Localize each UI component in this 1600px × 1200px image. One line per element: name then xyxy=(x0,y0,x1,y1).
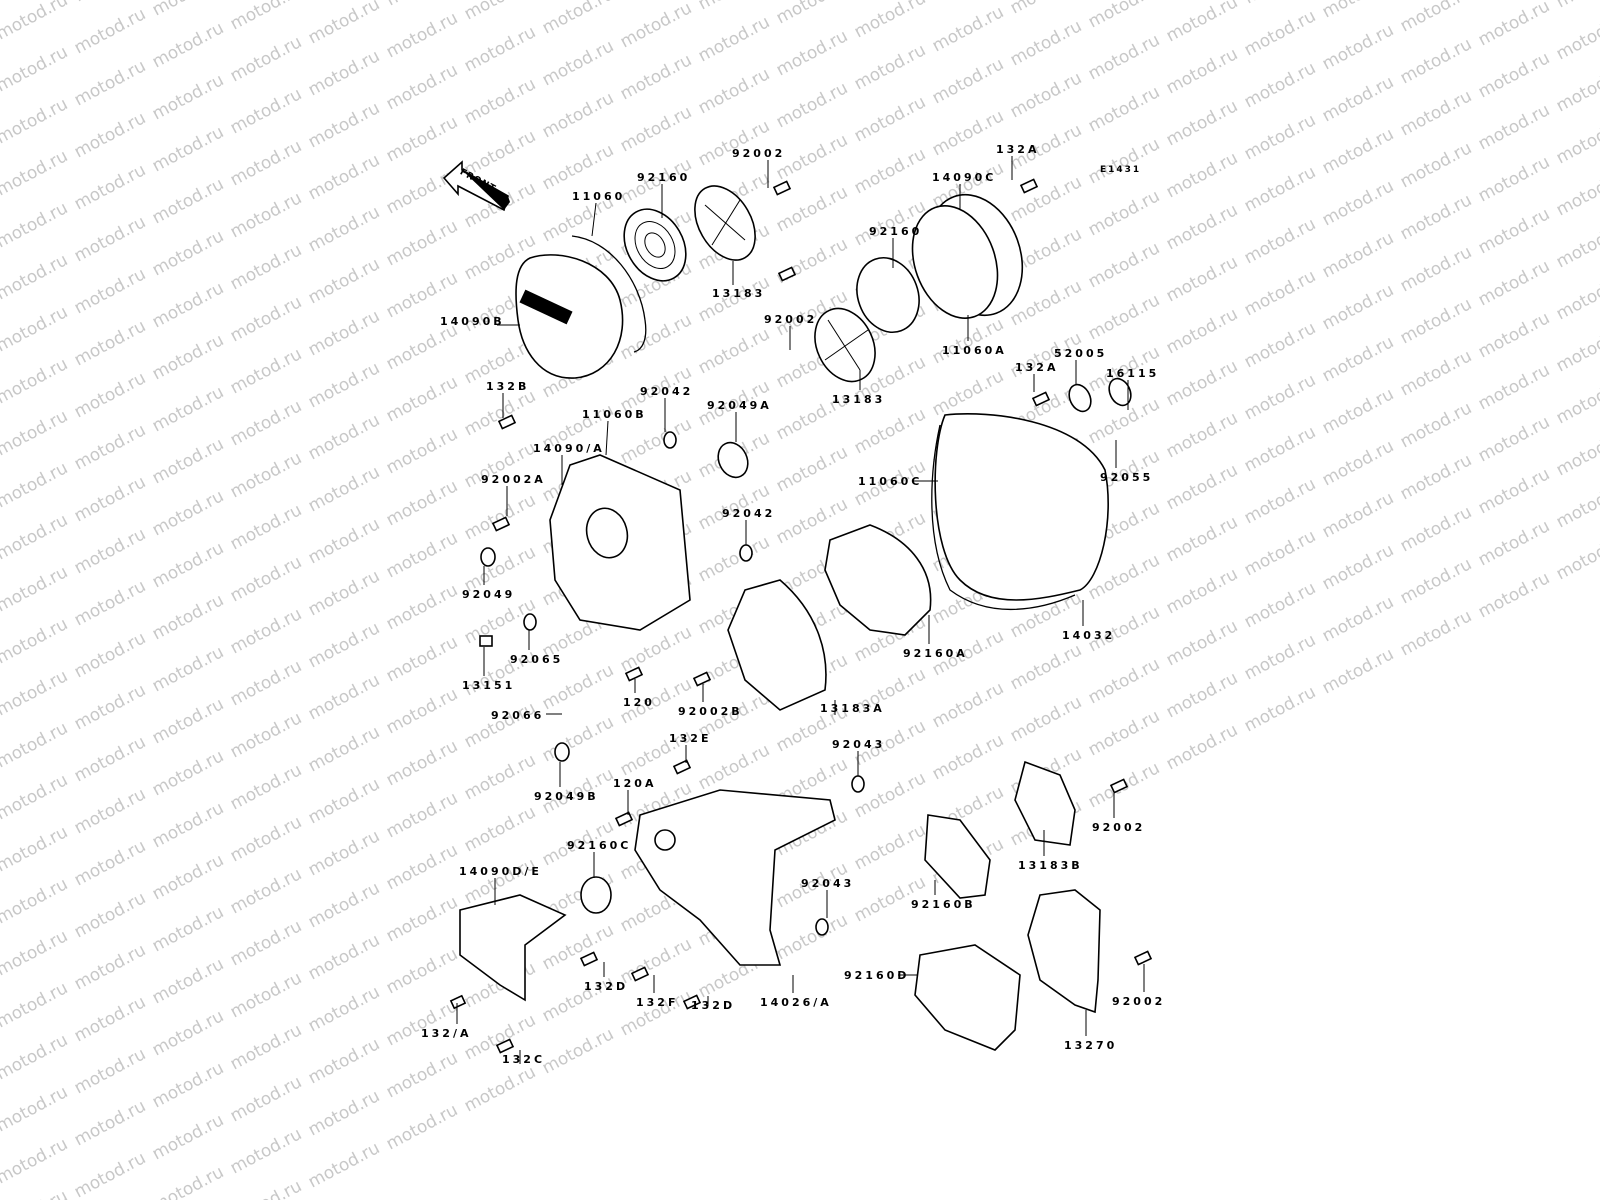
part-92160C-bush xyxy=(580,876,612,914)
part-label-14090DE: 14090D/E xyxy=(459,865,542,878)
part-label-92160_a: 92160 xyxy=(637,171,691,184)
part-13183-plate xyxy=(694,185,756,261)
part-label-92002B: 92002B xyxy=(678,705,743,718)
part-label-92066: 92066 xyxy=(491,709,545,722)
part-label-13270: 13270 xyxy=(1064,1039,1118,1052)
part-14032-clutch-cover xyxy=(931,413,1109,611)
part-label-132C: 132C xyxy=(502,1053,546,1066)
part-92160A-damper xyxy=(824,524,932,636)
part-label-11060B: 11060B xyxy=(582,408,647,421)
part-13270-bracket xyxy=(1027,889,1101,1014)
part-label-92160C: 92160C xyxy=(567,839,632,852)
part-label-16115: 16115 xyxy=(1106,367,1160,380)
part-label-132D_a: 132D xyxy=(584,980,629,993)
part-label-92049A: 92049A xyxy=(707,399,772,412)
part-label-92002_c: 92002 xyxy=(1092,821,1146,834)
part-label-13183_a: 13183 xyxy=(712,287,766,300)
part-label-92049B: 92049B xyxy=(534,790,599,803)
seal-icons xyxy=(480,377,1132,936)
part-label-92160D: 92160D xyxy=(844,969,910,982)
part-13183A-plate xyxy=(727,579,827,711)
part-label-52005: 52005 xyxy=(1054,347,1108,360)
part-label-132E: 132E xyxy=(669,732,712,745)
part-label-92160A: 92160A xyxy=(903,647,968,660)
part-label-92042_b: 92042 xyxy=(722,507,776,520)
part-label-11060: 11060 xyxy=(572,190,626,203)
part-label-92055: 92055 xyxy=(1100,471,1154,484)
part-label-132A_a: 132A xyxy=(996,143,1040,156)
part-label-92042_a: 92042 xyxy=(640,385,694,398)
part-11060-gasket xyxy=(571,235,647,353)
part-label-13183B: 13183B xyxy=(1018,859,1083,872)
part-14090DE-cover xyxy=(459,894,567,1002)
part-label-92002_a: 92002 xyxy=(732,147,786,160)
front-arrow-icon xyxy=(442,160,510,212)
part-label-14032: 14032 xyxy=(1062,629,1116,642)
part-14026A-sprocket-cover xyxy=(634,789,836,966)
part-label-13183A: 13183A xyxy=(820,702,885,715)
part-14090A-inner-cover xyxy=(549,454,691,631)
part-label-92049: 92049 xyxy=(462,588,516,601)
leader-lines xyxy=(456,156,1145,1064)
part-label-132A_c: 132/A xyxy=(421,1027,472,1040)
part-label-132F: 132F xyxy=(636,996,679,1009)
part-14090C-cover xyxy=(911,193,1024,319)
part-label-92043_a: 92043 xyxy=(832,738,886,751)
part-92160D-damper xyxy=(914,944,1021,1051)
part-label-14090C: 14090C xyxy=(932,171,997,184)
part-92160-damper-right xyxy=(856,257,920,333)
part-label-92160_b: 92160 xyxy=(869,225,923,238)
part-label-11060A: 11060A xyxy=(942,344,1007,357)
part-14090B-cover xyxy=(515,254,624,379)
part-label-92002A: 92002A xyxy=(481,473,546,486)
bolt-icons xyxy=(449,178,1153,1054)
part-92160-damper xyxy=(623,208,687,282)
part-label-14026A: 14026/A xyxy=(760,996,832,1009)
part-label-92065: 92065 xyxy=(510,653,564,666)
diagram-code: E1431 xyxy=(1100,165,1142,175)
part-label-14090B: 14090B xyxy=(440,315,505,328)
part-label-92043_b: 92043 xyxy=(801,877,855,890)
part-13183-plate-right xyxy=(814,307,876,383)
part-label-132A_b: 132A xyxy=(1015,361,1059,374)
part-label-92002_d: 92002 xyxy=(1112,995,1166,1008)
part-label-132D_b: 132D xyxy=(691,999,736,1012)
part-label-11060C: 11060C xyxy=(858,475,923,488)
part-13183B-plate xyxy=(1014,760,1076,846)
part-label-92160B: 92160B xyxy=(911,898,976,911)
part-label-120: 120 xyxy=(623,696,655,709)
part-label-13183_b: 13183 xyxy=(832,393,886,406)
part-label-92002_b: 92002 xyxy=(764,313,818,326)
part-label-13151: 13151 xyxy=(462,679,516,692)
part-label-14090A: 14090/A xyxy=(533,442,605,455)
part-label-120A: 120A xyxy=(613,777,657,790)
part-92160B-damper xyxy=(924,814,991,899)
part-label-132B: 132B xyxy=(486,380,530,393)
